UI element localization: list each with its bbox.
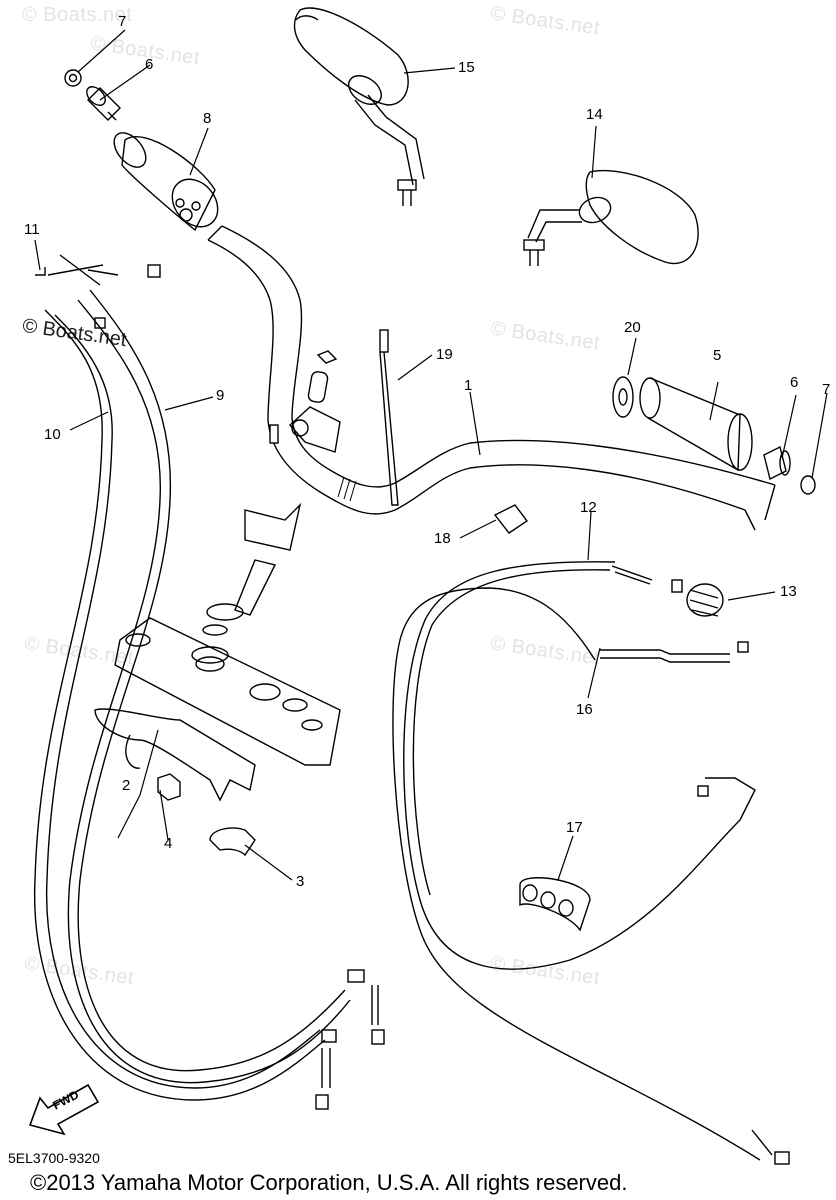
grip-5 [612, 376, 816, 495]
handlebar-holder [191, 350, 341, 664]
watermark: © Boats.net [22, 4, 133, 26]
callout-11: 11 [24, 221, 40, 238]
callout-18: 18 [434, 530, 451, 547]
cables-12-16 [392, 561, 790, 1165]
nut-4 [157, 773, 181, 801]
callout-14: 14 [586, 106, 603, 123]
callout-8: 8 [203, 110, 212, 127]
callout-16: 16 [576, 701, 593, 718]
cable-tie-19 [379, 329, 399, 506]
callout-3: 3 [296, 873, 305, 890]
cable-guide-2 [94, 708, 256, 802]
clamp-3 [209, 827, 256, 857]
callout-2: 2 [122, 777, 131, 794]
callout-4: 4 [164, 835, 173, 852]
callout-17: 17 [566, 819, 583, 836]
leader-lines [34, 29, 828, 881]
copyright-notice: ©2013 Yamaha Motor Corporation, U.S.A. A… [30, 1170, 628, 1195]
grip-end-left [64, 69, 121, 121]
upper-bracket [114, 617, 341, 766]
diagram-code: 5EL3700-9320 [8, 1150, 100, 1166]
mirror-15 [293, 7, 425, 206]
handlebar [207, 225, 776, 531]
callout-1: 1 [464, 377, 473, 394]
callout-13: 13 [780, 583, 797, 600]
adjuster-13 [671, 579, 724, 617]
callout-12: 12 [580, 499, 597, 516]
grip-8 [113, 132, 219, 232]
callout-6a: 6 [145, 56, 154, 73]
cable-holder-17 [519, 877, 591, 932]
callout-7b: 7 [822, 381, 831, 398]
callout-6b: 6 [790, 374, 799, 391]
callout-7a: 7 [118, 13, 127, 30]
callout-15: 15 [458, 59, 475, 76]
callout-5: 5 [713, 347, 722, 364]
callout-10: 10 [44, 426, 61, 443]
fwd-arrow-icon [28, 1083, 100, 1136]
callout-9: 9 [216, 387, 225, 404]
cables-9-10 [33, 254, 385, 1110]
mirror-14 [523, 169, 699, 266]
callout-19: 19 [436, 346, 453, 363]
callout-20: 20 [624, 319, 641, 336]
clip-18 [493, 504, 529, 534]
